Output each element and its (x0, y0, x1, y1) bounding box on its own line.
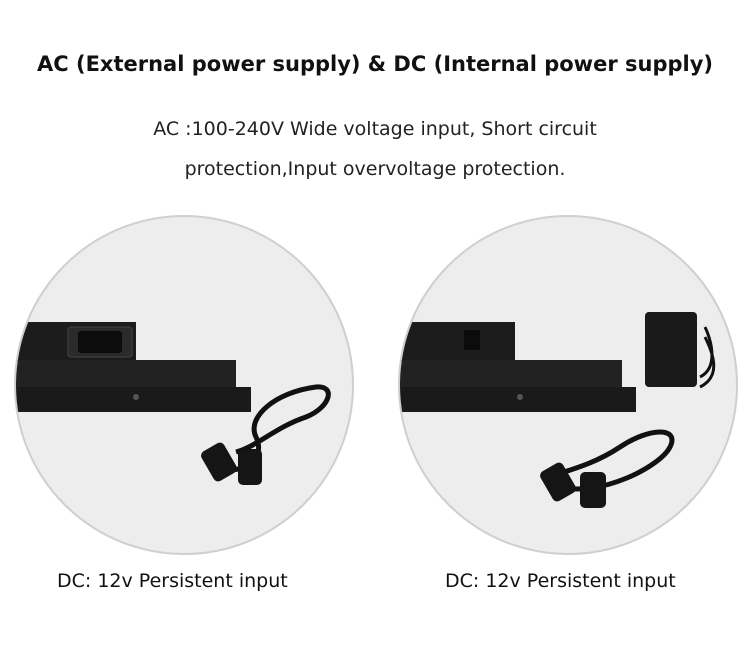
ac-device-drawing (16, 322, 331, 485)
dc-jack-icon (464, 330, 480, 350)
dc-power-illustration (398, 215, 738, 555)
ac-socket-icon (78, 331, 122, 353)
description-line-2: protection,Input overvoltage protection. (184, 158, 566, 180)
left-caption: DC: 12v Persistent input (57, 570, 288, 592)
dc-device-drawing (400, 312, 716, 508)
right-caption: DC: 12v Persistent input (445, 570, 676, 592)
page-title: AC (External power supply) & DC (Interna… (37, 52, 713, 76)
description-line-1: AC :100-240V Wide voltage input, Short c… (153, 118, 597, 140)
ac-power-illustration (14, 215, 354, 555)
power-adapter-icon (645, 312, 697, 387)
power-cord-icon (548, 429, 675, 492)
